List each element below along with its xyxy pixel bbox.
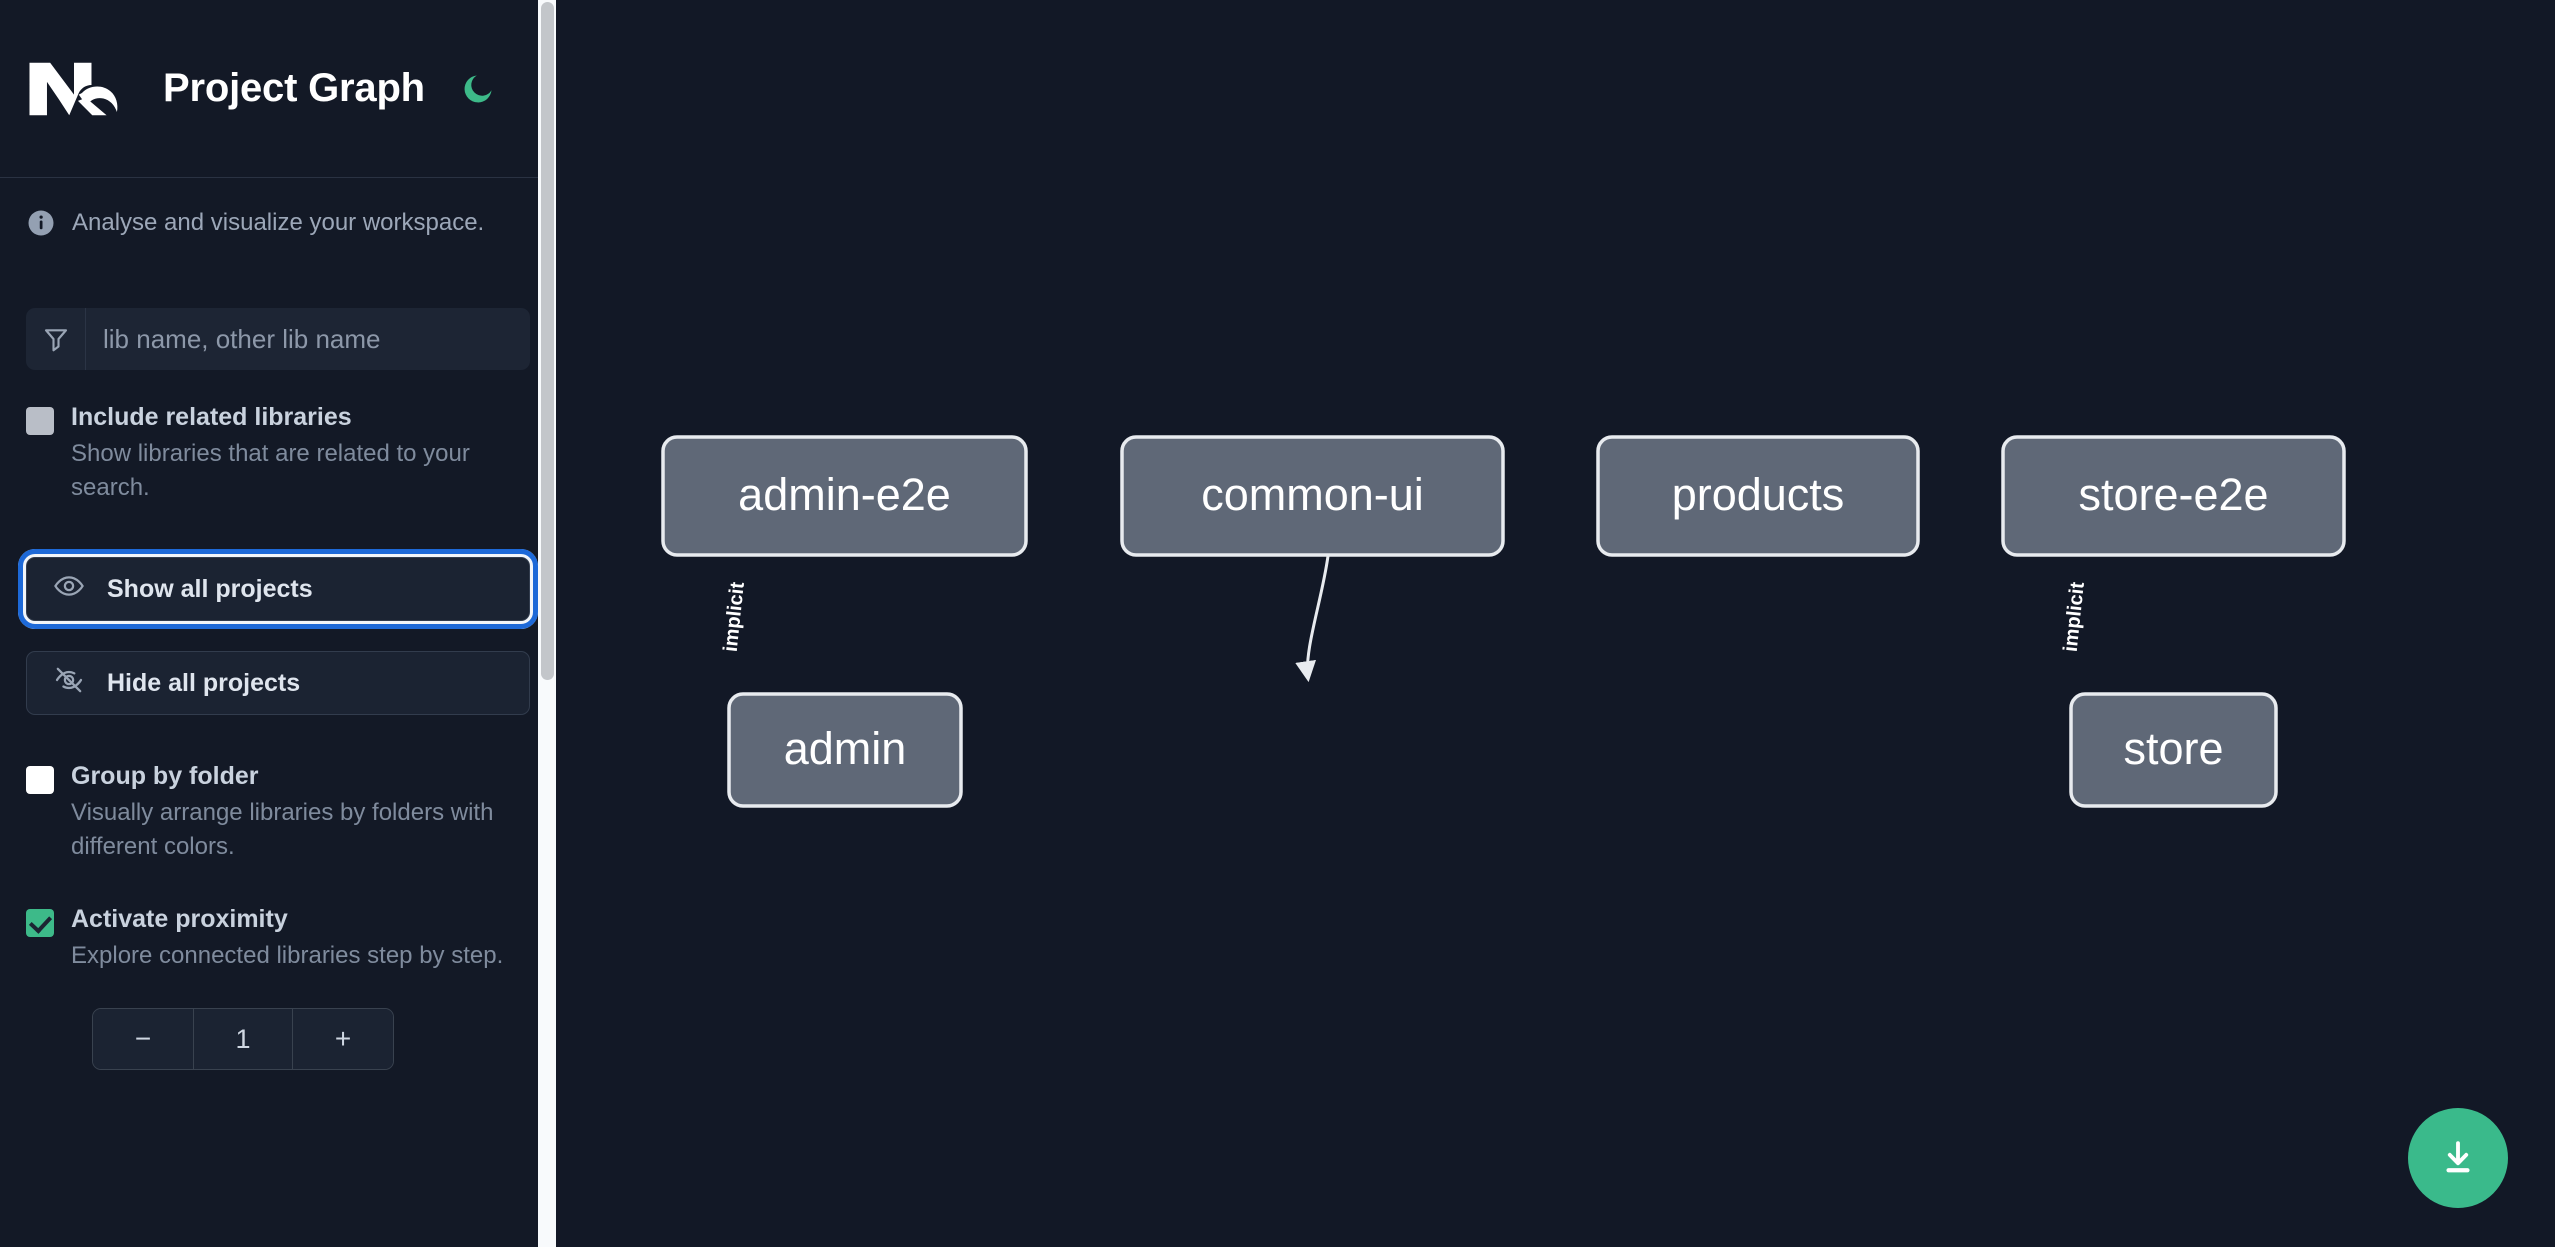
group-by-folder-checkbox[interactable]: [26, 766, 54, 795]
page-title: Project Graph: [163, 66, 425, 110]
activate-proximity-checkbox[interactable]: [26, 909, 54, 938]
show-all-projects-label: Show all projects: [107, 574, 313, 603]
project-graph-svg: admin-e2e common-ui products store-e2e admin…: [661, 435, 2346, 808]
graph-node-common-ui[interactable]: common-ui: [1120, 435, 1505, 557]
option-include-related-libraries[interactable]: Include related libraries Show libraries…: [26, 402, 530, 505]
option-label: Group by folder: [71, 762, 259, 791]
sidebar-scrollbar[interactable]: [538, 0, 556, 1247]
edge-label-admin-e2e__admin: implicit: [720, 581, 749, 653]
graph-node-label: admin-e2e: [738, 469, 951, 520]
graph-node-label: products: [1672, 469, 1845, 520]
help-text: Analyse and visualize your workspace.: [72, 209, 485, 236]
download-graph-button[interactable]: [2408, 1108, 2508, 1208]
hide-all-projects-label: Hide all projects: [107, 668, 301, 697]
option-description: Show libraries that are related to your …: [71, 440, 470, 502]
graph-node-store-e2e[interactable]: store-e2e: [2001, 435, 2346, 557]
option-description: Explore connected libraries step by step…: [71, 942, 504, 970]
nx-logo-icon: [26, 58, 122, 120]
search-field[interactable]: [26, 308, 530, 370]
hide-all-projects-button[interactable]: Hide all projects: [26, 651, 530, 716]
proximity-value: 1: [193, 1009, 293, 1070]
option-description: Visually arrange libraries by folders wi…: [71, 799, 494, 861]
graph-node-label: admin: [784, 723, 907, 774]
option-label: Include related libraries: [71, 403, 352, 431]
sidebar-body: Analyse and visualize your workspace. In…: [0, 178, 556, 1071]
sidebar-scrollbar-thumb[interactable]: [541, 2, 554, 680]
show-all-projects-button[interactable]: Show all projects: [18, 549, 538, 630]
sidebar-header: Project Graph: [0, 0, 556, 178]
option-label: Activate proximity: [71, 905, 288, 934]
option-group-by-folder[interactable]: Group by folder Visually arrange librari…: [26, 761, 530, 864]
visibility-buttons: Show all projects Hide all projects: [18, 549, 538, 716]
eye-icon: [53, 570, 85, 609]
info-icon: [26, 208, 56, 238]
moon-icon[interactable]: [458, 69, 498, 109]
proximity-decrement-button[interactable]: −: [93, 1009, 193, 1070]
proximity-increment-button[interactable]: +: [293, 1009, 393, 1070]
include-related-libraries-checkbox[interactable]: [26, 407, 54, 435]
graph-edges: [1295, 555, 1330, 683]
graph-node-products[interactable]: products: [1596, 435, 1920, 557]
search-input[interactable]: [86, 308, 530, 370]
graph-node-store[interactable]: store: [2069, 692, 2278, 808]
edge-label-store-e2e__store: implicit: [2060, 581, 2089, 653]
download-icon: [2446, 1141, 2470, 1173]
graph-canvas[interactable]: admin-e2e common-ui products store-e2e admin…: [556, 0, 2555, 1247]
filter-icon: [26, 308, 86, 370]
graph-node-admin[interactable]: admin: [727, 692, 963, 808]
option-activate-proximity[interactable]: Activate proximity Explore connected lib…: [26, 904, 530, 973]
graph-node-label: store-e2e: [2078, 469, 2268, 520]
graph-edge-labels: implicit implicit: [720, 581, 2089, 653]
graph-nodes: admin-e2e common-ui products store-e2e admin…: [661, 435, 2346, 808]
graph-node-admin-e2e[interactable]: admin-e2e: [661, 435, 1028, 557]
sidebar: Project Graph Analyse and visualize your…: [0, 0, 556, 1247]
graph-node-label: common-ui: [1201, 469, 1424, 520]
help-banner: Analyse and visualize your workspace.: [26, 178, 530, 262]
edge-admin-e2e-admin[interactable]: [1295, 555, 1330, 683]
graph-node-label: store: [2123, 723, 2223, 774]
eye-off-icon: [53, 664, 85, 703]
proximity-stepper: − 1 +: [92, 1008, 394, 1071]
